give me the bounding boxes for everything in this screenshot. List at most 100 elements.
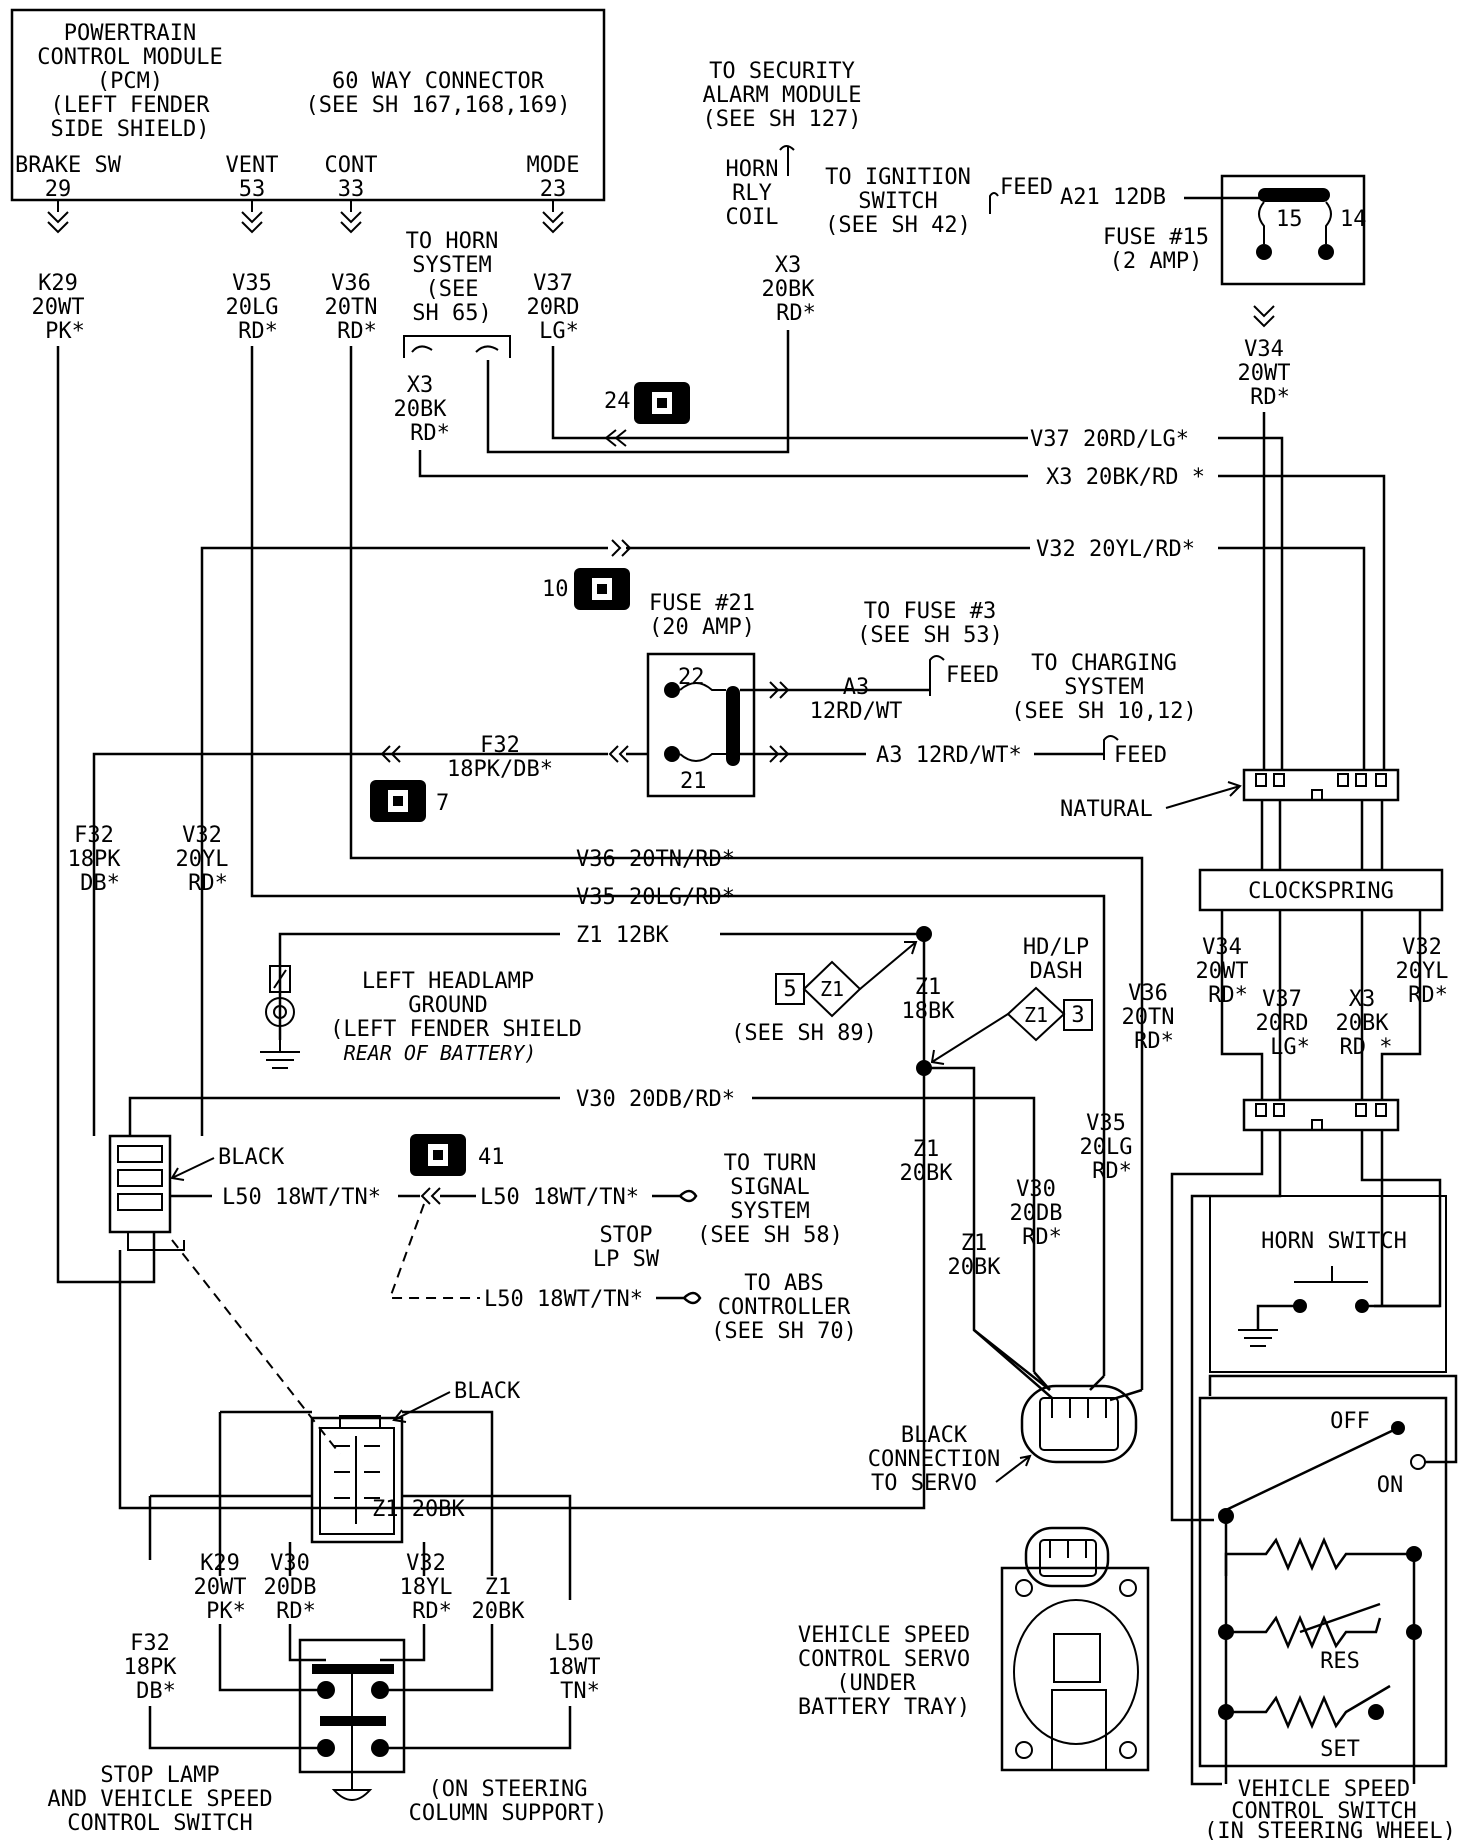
v30-vert-3: RD* bbox=[1022, 1225, 1062, 1250]
hd-label-2: DASH bbox=[1030, 959, 1083, 984]
fuse-3-wire-1: A3 bbox=[843, 675, 870, 700]
sw-k29-2: 20WT bbox=[194, 1575, 247, 1600]
v36-label-2: 20TN bbox=[325, 295, 378, 320]
v36-label-3: RD* bbox=[337, 319, 377, 344]
vsc-on-label: ON bbox=[1377, 1473, 1404, 1498]
servo-connector-body bbox=[1020, 1384, 1138, 1464]
stop-switch-label-1: STOP LAMP bbox=[100, 1763, 219, 1788]
v35-vert-1: V35 bbox=[1086, 1111, 1126, 1136]
a21-wire-label: A21 12DB bbox=[1060, 185, 1166, 210]
v37-main-label: V37 20RD/LG* bbox=[1030, 427, 1189, 452]
fuse-3-label-1: TO FUSE #3 bbox=[864, 599, 996, 624]
relay-x3-label-3: RD* bbox=[776, 301, 816, 326]
z1-20bk-a-1: Z1 bbox=[913, 1137, 940, 1162]
pcm-wire-labels: K29 20WT PK* V35 20LG RD* V36 20TN RD* V… bbox=[32, 271, 580, 344]
v30-vert-1: V30 bbox=[1016, 1177, 1056, 1202]
connector-41: 41 bbox=[410, 1134, 505, 1176]
v32-wire-vert bbox=[1218, 546, 1366, 770]
horn-switch-plunger bbox=[1294, 1266, 1368, 1283]
servo-plug bbox=[1024, 1526, 1110, 1588]
fuse-21-bar bbox=[726, 686, 740, 766]
cs-v34-3: RD* bbox=[1208, 983, 1248, 1008]
v36-wire-top bbox=[349, 346, 740, 860]
horn-switch-label: HORN SWITCH bbox=[1261, 1229, 1407, 1254]
horn-relay-label-2: RLY bbox=[732, 181, 772, 206]
vsc-set-label: SET bbox=[1320, 1737, 1360, 1762]
stop-switch-location-1: (ON STEERING bbox=[429, 1777, 588, 1802]
natural-arrow bbox=[1165, 781, 1242, 809]
stop-switch-label-2: AND VEHICLE SPEED bbox=[47, 1787, 272, 1812]
v35-vert-3: RD* bbox=[1092, 1159, 1132, 1184]
z1-bottom-label: Z1 20BK bbox=[372, 1497, 465, 1522]
abs-controller: TO ABS CONTROLLER (SEE SH 70) bbox=[711, 1271, 857, 1344]
z1-20bk-b-1: Z1 bbox=[961, 1231, 988, 1256]
z1-20bk-servo bbox=[924, 1066, 1051, 1391]
z1-12bk-wire bbox=[278, 932, 924, 1040]
v37-wire-vert bbox=[1218, 436, 1284, 770]
turn-label-1: TO TURN bbox=[724, 1151, 817, 1176]
servo-conn-label-3: TO SERVO bbox=[871, 1471, 977, 1496]
l50-abs-label: L50 18WT/TN* bbox=[484, 1287, 643, 1312]
connector-10: 10 bbox=[542, 568, 630, 610]
pcm-pin-mode-name: MODE bbox=[527, 153, 580, 178]
fuse-15-bar bbox=[1258, 188, 1330, 202]
turn-signal: TO TURN SIGNAL SYSTEM (SEE SH 58) bbox=[697, 1151, 843, 1248]
fuse-15-terminal-a bbox=[1256, 244, 1272, 260]
vsc-off-on-lever bbox=[1225, 1426, 1399, 1512]
pcm-title-1: POWERTRAIN bbox=[64, 21, 196, 46]
stop-switch-location-2: COLUMN SUPPORT) bbox=[409, 1801, 608, 1826]
horn-system-label-4: SH 65) bbox=[412, 301, 491, 326]
fuse-15-pin-a: 15 bbox=[1276, 207, 1303, 232]
sw-k29-3: PK* bbox=[206, 1599, 246, 1624]
pcm-box bbox=[10, 8, 606, 202]
v35-vert-2: 20LG bbox=[1080, 1135, 1133, 1160]
horn-switch: HORN SWITCH bbox=[1209, 1195, 1447, 1373]
v36-wire bbox=[740, 856, 1144, 1390]
cs-v37-2: 20RD bbox=[1256, 1011, 1309, 1036]
v34-label-2: 20WT bbox=[1238, 361, 1291, 386]
z1-20bk-a-2: 20BK bbox=[900, 1161, 954, 1186]
pcm-title-2: CONTROL MODULE bbox=[37, 45, 222, 70]
v36-main-label: V36 20TN/RD* bbox=[576, 847, 735, 872]
fuse-15-terminal-b bbox=[1318, 244, 1334, 260]
fuse-15-pin-b: 14 bbox=[1340, 207, 1367, 232]
v32-left-label-1: V32 bbox=[182, 823, 222, 848]
horn-relay-label-1: HORN bbox=[726, 157, 779, 182]
servo-connector: BLACK CONNECTION TO SERVO bbox=[868, 1329, 1143, 1496]
sw-l50-2: 18WT bbox=[548, 1655, 601, 1680]
cs-x3-2: 20BK bbox=[1336, 1011, 1390, 1036]
c24-num: 24 bbox=[604, 389, 631, 414]
sw-k29-1: K29 bbox=[200, 1551, 240, 1576]
k29-label-1: K29 bbox=[38, 271, 78, 296]
mid-wiring: V36 20TN/RD* V35 20LG/RD* Z1 12BK Z1 18B… bbox=[118, 847, 1174, 1522]
sw-f32-2: 18PK bbox=[124, 1655, 178, 1680]
fuse-15-connector bbox=[1253, 305, 1275, 328]
fuse-21-label-1: FUSE #21 bbox=[649, 591, 755, 616]
vehicle-speed-servo: VEHICLE SPEED CONTROL SERVO (UNDER BATTE… bbox=[798, 1526, 1150, 1772]
f32-left-label-1: F32 bbox=[74, 823, 114, 848]
relay-x3-label-1: X3 bbox=[775, 253, 802, 278]
clockspring: CLOCKSPRING V34 20WT RD* V37 20RD LG* X3… bbox=[1196, 868, 1448, 1100]
headlamp-ground: LEFT HEADLAMP GROUND (LEFT FENDER SHIELD… bbox=[260, 965, 582, 1069]
l50-dashed-wire bbox=[388, 1203, 480, 1299]
v35-label-2: 20LG bbox=[226, 295, 279, 320]
abs-label-2: CONTROLLER bbox=[718, 1295, 851, 1320]
headlamp-label-3: (LEFT FENDER SHIELD bbox=[330, 1017, 582, 1042]
sw-v30-2: 20DB bbox=[264, 1575, 317, 1600]
connector-7: 7 bbox=[370, 780, 449, 822]
servo-body bbox=[1000, 1566, 1150, 1772]
f32-top-label-2: 18PK/DB* bbox=[447, 757, 553, 782]
z1-18bk-1: Z1 bbox=[915, 975, 942, 1000]
wheel-connector bbox=[1170, 1098, 1442, 1786]
turn-label-3: SYSTEM bbox=[730, 1199, 809, 1224]
s5-id: Z1 bbox=[820, 977, 844, 1001]
vsc-res-label: RES bbox=[1320, 1649, 1360, 1674]
ignition-label-1: TO IGNITION bbox=[825, 165, 971, 190]
v37-label-1: V37 bbox=[533, 271, 573, 296]
fuse-21-pin-a: 22 bbox=[678, 665, 705, 690]
servo-label-3: (UNDER bbox=[836, 1671, 916, 1696]
fuse-21-terminal-a bbox=[664, 682, 680, 698]
ignition-feed-arrow bbox=[989, 192, 999, 214]
v35-wire-top bbox=[250, 346, 740, 898]
v37-label-2: 20RD bbox=[527, 295, 580, 320]
